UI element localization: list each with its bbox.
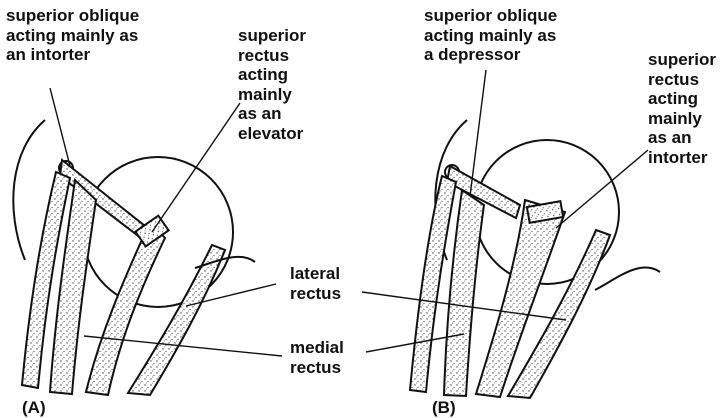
panel-b-drawing xyxy=(410,70,660,398)
lateral-rectus-label: lateral rectus xyxy=(290,264,341,303)
panel-a-so-leader xyxy=(50,88,70,166)
panel-b-label: (B) xyxy=(432,398,456,418)
panel-b-superior-rectus-label: superior rectus acting mainly as an into… xyxy=(648,50,716,167)
panel-a-superior-oblique-label: superior oblique acting mainly as an int… xyxy=(6,6,139,65)
panel-b-superior-oblique-label: superior oblique acting mainly as a depr… xyxy=(424,6,557,65)
panel-a-label: (A) xyxy=(22,398,46,418)
panel-a-orbit-rim xyxy=(13,120,45,260)
panel-b-outer-muscle xyxy=(595,267,660,290)
panel-a-superior-rectus-label: superior rectus acting mainly as an elev… xyxy=(238,26,306,143)
medial-rectus-label: medial rectus xyxy=(290,338,344,377)
